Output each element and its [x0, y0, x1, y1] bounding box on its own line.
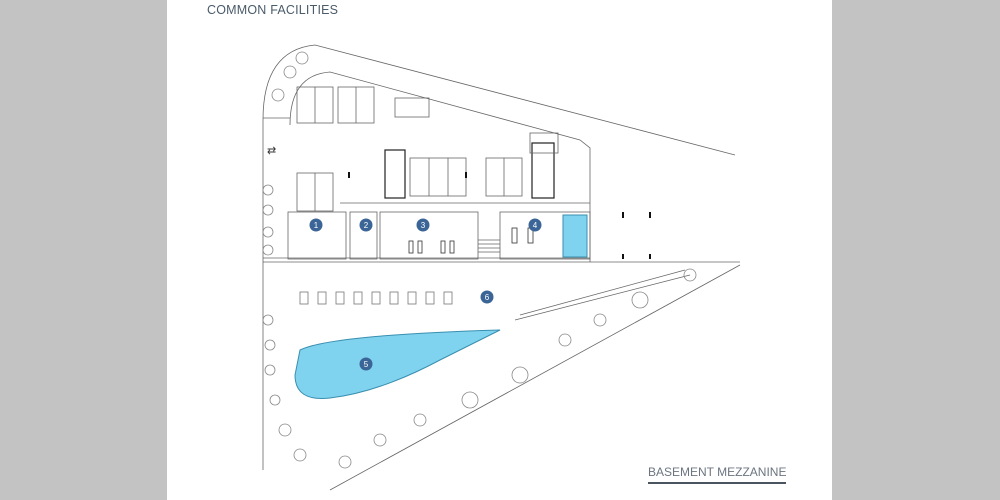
marker-6[interactable]: 6 — [480, 290, 494, 304]
svg-text:3: 3 — [421, 221, 426, 230]
level-label: BASEMENT MEZZANINE — [648, 465, 787, 484]
swimming-pool — [294, 329, 501, 400]
svg-text:6: 6 — [485, 293, 490, 302]
svg-text:5: 5 — [364, 360, 369, 369]
marker-4[interactable]: 4 — [528, 218, 542, 232]
page-title: COMMON FACILITIES — [207, 3, 339, 17]
swap-arrows-icon: ⇄ — [267, 145, 276, 157]
svg-text:2: 2 — [364, 221, 369, 230]
plunge-pool — [562, 214, 588, 258]
plan-sheet — [167, 0, 832, 500]
marker-1[interactable]: 1 — [309, 218, 323, 232]
marker-5[interactable]: 5 — [359, 357, 373, 371]
site-diagonal — [329, 264, 741, 491]
marker-2[interactable]: 2 — [359, 218, 373, 232]
marker-3[interactable]: 3 — [416, 218, 430, 232]
site-boundary — [262, 44, 736, 470]
inner-boundary — [289, 71, 591, 262]
svg-text:4: 4 — [533, 221, 538, 230]
svg-text:1: 1 — [314, 221, 319, 230]
